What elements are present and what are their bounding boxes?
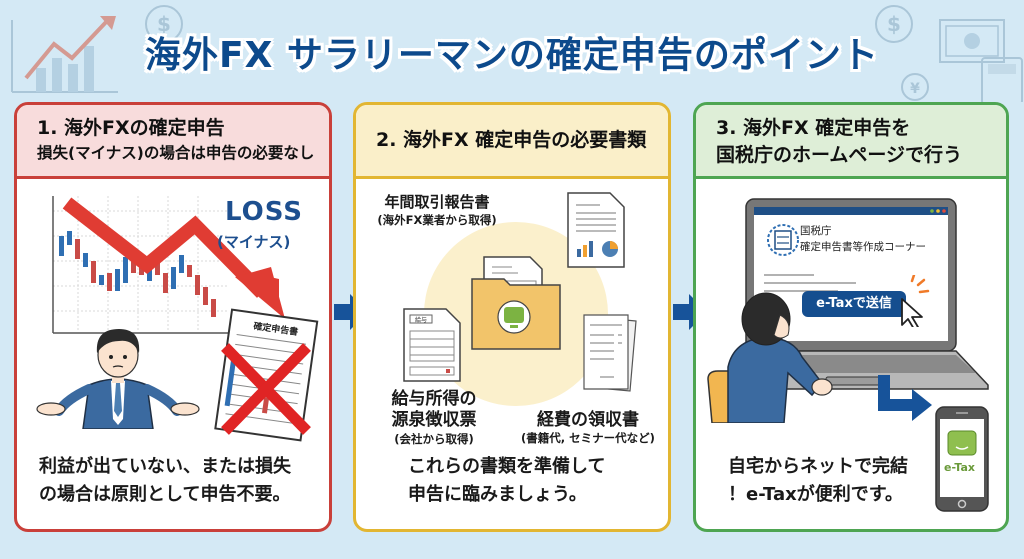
withholding-slip-icon: 給与 [403, 308, 461, 382]
panel-e-tax: 3. 海外FX 確定申告を 国税庁のホームページで行う 国税庁 確定申告書等作成… [693, 102, 1009, 532]
panel-body: 国税庁 確定申告書等作成コーナー e-Taxで送信 e-Tax [696, 179, 1006, 529]
loss-label: LOSS [225, 197, 304, 227]
down-right-arrow-icon [878, 375, 932, 421]
e-tax-app-label: e-Tax [944, 461, 976, 474]
panel-subheading: 損失(マイナス)の場合は申告の必要なし [37, 144, 315, 162]
smartphone-icon [935, 406, 989, 512]
document-folder-icon [471, 256, 561, 350]
businessman-at-desk-icon [707, 292, 833, 423]
panel-caption: これらの書類を準備して 申告に臨みましょう。 [408, 453, 654, 509]
caption-line: 利益が出ていない、または損失 [39, 456, 291, 477]
tax-form-icon: 確定申告書 [214, 308, 319, 442]
svg-text:給与: 給与 [415, 316, 427, 324]
document-label-withholding-slip: 給与所得の 源泉徴収票 (会社から取得) [391, 389, 477, 446]
down-trend-arrow-icon [62, 197, 285, 319]
caption-line: これらの書類を準備して [408, 456, 606, 477]
caption-line: 自宅からネットで完結 [728, 456, 908, 477]
svg-text:¥: ¥ [910, 81, 920, 97]
nta-org-name: 国税庁 [800, 225, 832, 237]
panel-heading: 3. 海外FX 確定申告を [716, 117, 911, 139]
nta-page-name: 確定申告書等作成コーナー [800, 241, 926, 253]
nta-emblem-icon [767, 224, 799, 256]
panel-caption: 利益が出ていない、または損失 の場合は原則として申告不要。 [39, 453, 315, 509]
caption-line: の場合は原則として申告不要。 [39, 484, 291, 505]
panel-loss: 1. 海外FXの確定申告 損失(マイナス)の場合は申告の必要なし [14, 102, 332, 532]
panel-body: LOSS (マイナス) 確定申告書 [17, 179, 329, 529]
panel-header: 1. 海外FXの確定申告 損失(マイナス)の場合は申告の必要なし [17, 105, 329, 179]
receipts-icon [583, 314, 637, 392]
panel-header: 2. 海外FX 確定申告の必要書類 [356, 105, 668, 179]
document-label-receipts: 経費の領収書 (書籍代, セミナー代など) [521, 410, 655, 445]
flow-arrow-right-icon [673, 294, 707, 330]
document-label-annual-report: 年間取引報告書 (海外FX業者から取得) [377, 193, 497, 227]
report-chart-document-icon [567, 192, 625, 268]
panel-body: 年間取引報告書 (海外FX業者から取得) 給与 [356, 179, 668, 529]
panel-header: 3. 海外FX 確定申告を 国税庁のホームページで行う [696, 105, 1006, 179]
panel-heading: 1. 海外FXの確定申告 [37, 117, 225, 139]
panel-caption: 自宅からネットで完結 ！e-Taxが便利です。 [728, 453, 916, 509]
caption-line: 申告に臨みましょう。 [408, 484, 587, 505]
nta-site-header: 国税庁 確定申告書等作成コーナー [800, 223, 926, 255]
caption-line: ！e-Taxが便利です。 [728, 484, 903, 505]
panel-required-documents: 2. 海外FX 確定申告の必要書類 年間取引報告書 (海外FX業者から取得) [353, 102, 671, 532]
panel-heading: 2. 海外FX 確定申告の必要書類 [376, 129, 647, 151]
page-title: 海外FX サラリーマンの確定申告のポイント [145, 35, 879, 76]
cursor-icon [901, 275, 930, 327]
loss-sublabel: (マイナス) [217, 233, 291, 251]
shrugging-businessman-icon [36, 329, 200, 429]
panel-subheading: 国税庁のホームページで行う [716, 144, 963, 166]
flow-arrow-right-icon [334, 294, 368, 330]
e-tax-submit-button[interactable]: e-Taxで送信 [802, 291, 906, 317]
